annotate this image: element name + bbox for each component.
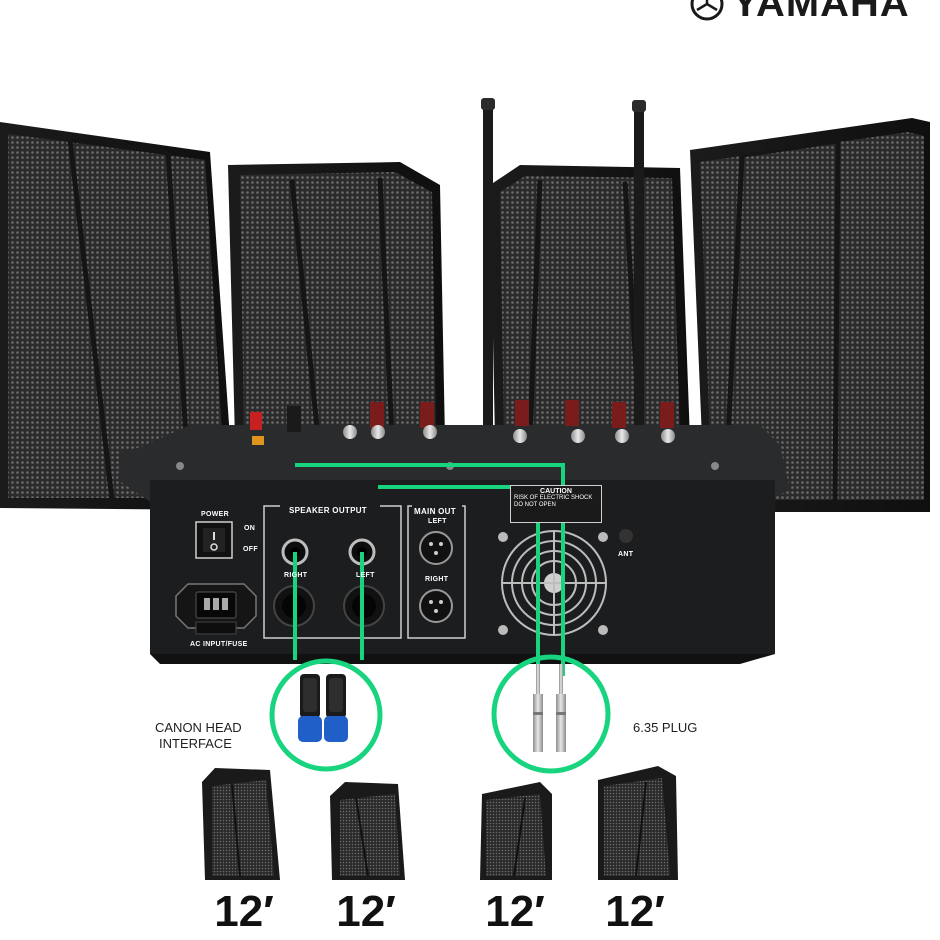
power-switch[interactable] (195, 521, 233, 559)
main-out-left-label: LEFT (428, 518, 447, 525)
caution-sticker: CAUTION RISK OF ELECTRIC SHOCK DO NOT OP… (510, 485, 602, 523)
mixer-top-panel (145, 400, 780, 446)
caution-text: RISK OF ELECTRIC SHOCK DO NOT OPEN (514, 495, 593, 508)
back-speaker-mid-right (490, 165, 690, 440)
speaker-right-label: RIGHT (284, 572, 308, 579)
speakon-plugs-image (298, 674, 348, 742)
caution-title: CAUTION (540, 488, 572, 495)
canon-caption-line1: CANON HEAD (155, 720, 242, 735)
front-speaker-1 (202, 768, 280, 880)
back-speaker-mid-left (228, 162, 445, 440)
jack-plugs-image (533, 664, 566, 752)
brand-header: YAMAHA (690, 0, 909, 25)
yamaha-logo-icon (690, 0, 724, 21)
canon-caption-line2: INTERFACE (159, 736, 232, 751)
power-label: POWER (201, 511, 229, 518)
speaker-left-label: LEFT (356, 572, 375, 579)
ac-power-inlet[interactable] (175, 583, 257, 635)
speaker-output-panel (263, 503, 402, 639)
front-speaker-4 (598, 766, 678, 880)
power-on-label: ON (244, 525, 256, 532)
front-speaker-3 (480, 782, 552, 880)
power-off-label: OFF (243, 546, 258, 553)
speaker-size-label-1: 12′ (214, 887, 274, 936)
speaker-size-label-3: 12′ (485, 887, 545, 936)
back-speaker-far-right (690, 118, 930, 512)
main-out-label: MAIN OUT (414, 507, 456, 516)
xlr-output-left[interactable] (419, 531, 453, 565)
speaker-output-label: SPEAKER OUTPUT (289, 506, 367, 515)
antenna-label: ANT (618, 551, 634, 558)
plug-caption: 6.35 PLUG (633, 720, 698, 735)
mixer-body (118, 445, 790, 664)
speaker-size-label-2: 12′ (336, 887, 396, 936)
speaker-size-label-4: 12′ (605, 887, 665, 936)
brand-name: YAMAHA (732, 0, 910, 25)
canon-head-caption: CANON HEAD INTERFACE (155, 720, 242, 752)
speakon-callout-ring (269, 658, 383, 772)
ac-input-label: AC INPUT/FUSE (190, 641, 248, 648)
antenna-connector (619, 529, 633, 543)
xlr-output-right[interactable] (419, 589, 453, 623)
main-out-panel (407, 503, 466, 639)
jack-plug-callout-ring (491, 654, 611, 774)
front-speaker-2 (330, 782, 405, 880)
main-out-right-label: RIGHT (425, 576, 449, 583)
cooling-fan (498, 528, 610, 638)
